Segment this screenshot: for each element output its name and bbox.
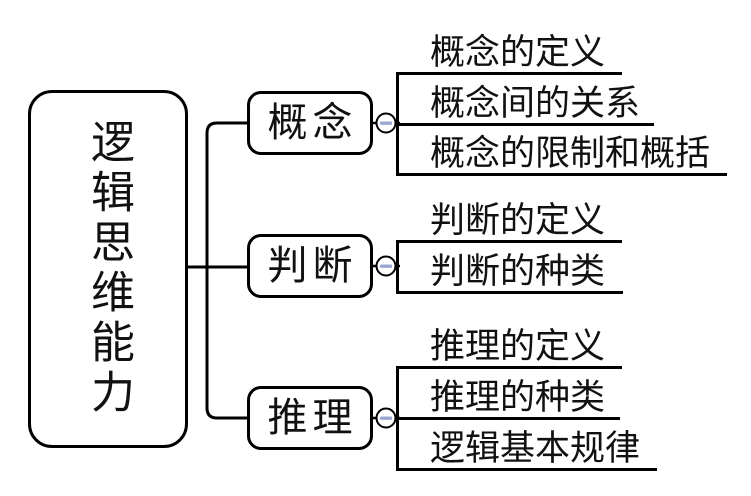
subtopic-judgment-definition[interactable]: 判断的定义 <box>396 197 622 243</box>
branch-topic-label: 概念 <box>267 100 358 145</box>
subtopic-label: 推理的种类 <box>430 378 606 417</box>
subtopic-reasoning-definition[interactable]: 推理的定义 <box>396 323 622 369</box>
subtopic-label: 判断的定义 <box>430 201 606 240</box>
branch-topic-label: 判断 <box>267 243 358 288</box>
subtopic-label: 推理的定义 <box>430 327 606 366</box>
collapse-button-judgment[interactable] <box>375 255 397 277</box>
subtopic-logic-basic-laws[interactable]: 逻辑基本规律 <box>396 425 657 471</box>
branch-topic-reasoning[interactable]: 推理 <box>247 386 373 450</box>
minus-icon <box>380 416 392 420</box>
branch-topic-label: 推理 <box>267 395 358 440</box>
subtopic-label: 判断的种类 <box>430 252 606 291</box>
subtopic-label: 逻辑基本规律 <box>430 429 641 468</box>
subtopic-concept-definition[interactable]: 概念的定义 <box>396 29 622 75</box>
root-topic-label: 逻辑思维能力 <box>84 119 133 419</box>
trunk-connector-line <box>205 121 247 420</box>
subtopic-reasoning-types[interactable]: 推理的种类 <box>396 374 620 420</box>
subtopic-judgment-types[interactable]: 判断的种类 <box>396 248 623 294</box>
collapse-button-reasoning[interactable] <box>375 407 397 429</box>
subtopic-concept-limitation-generalization[interactable]: 概念的限制和概括 <box>396 130 727 176</box>
subtopic-label: 概念的限制和概括 <box>430 134 711 173</box>
branch-topic-judgment[interactable]: 判断 <box>247 234 373 298</box>
minus-icon <box>380 264 392 268</box>
subtopic-concept-relations[interactable]: 概念间的关系 <box>396 80 654 126</box>
subtopic-label: 概念的定义 <box>430 33 606 72</box>
root-topic[interactable]: 逻辑思维能力 <box>28 90 188 448</box>
collapse-button-concept[interactable] <box>375 112 397 134</box>
minus-icon <box>380 121 392 125</box>
subtopic-label: 概念间的关系 <box>430 84 641 123</box>
branch-topic-concept[interactable]: 概念 <box>247 91 373 155</box>
